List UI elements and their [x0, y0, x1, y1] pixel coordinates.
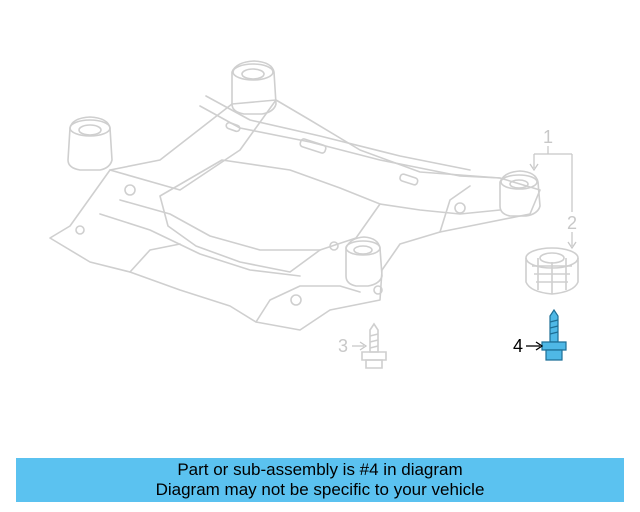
info-banner: Part or sub-assembly is #4 in diagram Di… — [16, 458, 624, 502]
callout-4: 4 — [513, 336, 524, 356]
leader-line-4 — [526, 341, 544, 351]
banner-line-disclaimer: Diagram may not be specific to your vehi… — [155, 480, 485, 499]
bushing-part-2 — [525, 247, 579, 295]
bolt-part-3 — [361, 322, 387, 369]
subframe-crossmember — [49, 60, 541, 331]
banner-line-part-number: Part or sub-assembly is #4 in diagram — [177, 460, 463, 479]
callout-1: 1 — [543, 127, 554, 147]
callout-3: 3 — [338, 336, 349, 356]
callout-2: 2 — [567, 213, 578, 233]
parts-diagram — [49, 60, 579, 369]
leader-lines — [352, 146, 577, 351]
bolt-part-4-highlighted — [541, 308, 567, 361]
